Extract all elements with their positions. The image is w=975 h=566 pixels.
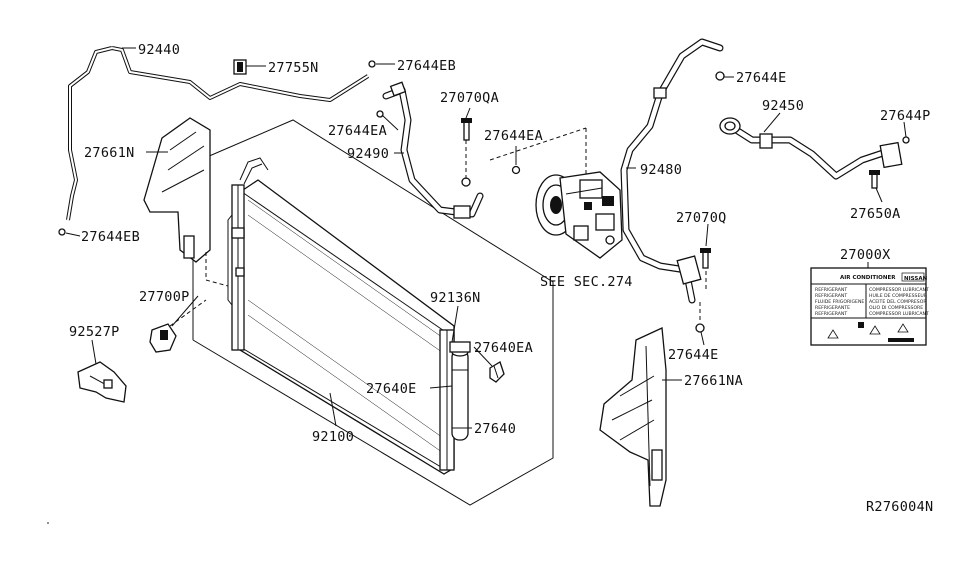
callout-27070Q: 27070Q [676,210,727,226]
plate-left-lines: REFRIGERANT REFRIGERANT FLUIDE FRIGORIGE… [815,287,864,317]
callout-92100: 92100 [312,429,354,445]
callout-92490: 92490 [347,146,389,162]
callout-27661NA: 27661NA [684,373,743,389]
plate-right-lines: COMPRESSOR LUBRICANT HUILE DE COMPRESSEU… [869,287,929,317]
hose-92450 [719,117,910,189]
callout-27661N: 27661N [84,145,135,161]
callout-27640: 27640 [474,421,516,437]
plate-right-line: COMPRESSOR LUBRICANT [869,311,929,317]
hose-92480 [620,38,725,333]
callout-27640E: 27640E [366,381,417,397]
callout-27644EA-1: 27644EA [328,123,387,139]
callout-92480: 92480 [640,162,682,178]
air-guide-27661NA [599,327,667,507]
callout-27700P: 27700P [139,289,190,305]
plate-left-line: REFRIGERANT [815,311,847,317]
see-section-reference: SEE SEC.274 [540,274,633,290]
bracket-27640EA [489,361,505,383]
callout-27644EB-top: 27644EB [397,58,456,74]
condenser-92100 [227,157,455,475]
callout-27755N: 27755N [268,60,319,76]
warning-triangle-icon [897,323,909,333]
plate-left-line: REFRIGERANT [815,293,847,299]
callout-27644EB-left: 27644EB [81,229,140,245]
callout-27000X: 27000X [840,247,891,263]
callout-27650A: 27650A [850,206,901,222]
leader-lines [65,47,907,429]
bracket-92527P [77,361,127,403]
label-plate-27000X: AIR CONDITIONER NISSAN REFRIGERANT REFRI… [810,267,929,346]
callout-92440: 92440 [138,42,180,58]
o-ring-27644EA [511,165,521,175]
plate-right-line: OLIO DI COMPRESSORE [869,305,923,311]
connector-27700P [149,323,177,353]
air-guide-27661N [143,117,211,263]
callout-92527P: 92527P [69,324,120,340]
warning-triangle-icon [827,329,839,339]
plate-right-line: HUILE DE COMPRESSEUR [869,293,928,299]
plate-title: AIR CONDITIONER [840,275,896,281]
callout-27644E-bottom: 27644E [668,347,719,363]
compressor [535,171,623,259]
diagram-code: R276004N [866,499,933,515]
stray-dot [47,522,49,524]
plate-brand: NISSAN [904,276,928,282]
callout-labels: 92440 27755N 27644EB 27661N 27644EB 2770… [69,42,933,515]
plate-left-line: REFRIGERANT [815,287,847,293]
hose-92440 [58,46,376,236]
plate-right-line: COMPRESSOR LUBRICANT [869,287,929,293]
callout-92450: 92450 [762,98,804,114]
warning-triangle-icon [869,325,881,335]
callout-27070QA: 27070QA [440,90,499,106]
receiver-tank-27640 [449,341,471,441]
plate-right-line: ACEITE DEL COMPRESOR [869,299,927,305]
callout-27644EA-2: 27644EA [484,128,543,144]
callout-92136N: 92136N [430,290,481,306]
callout-27644P: 27644P [880,108,931,124]
plate-left-line: FLUIDE FRIGORIGENE [815,299,864,305]
pipe-92490 [376,81,484,219]
plate-left-line: REFRIGERANTE [815,305,850,311]
callout-27644E-top: 27644E [736,70,787,86]
callout-27640EA: 27640EA [474,340,533,356]
